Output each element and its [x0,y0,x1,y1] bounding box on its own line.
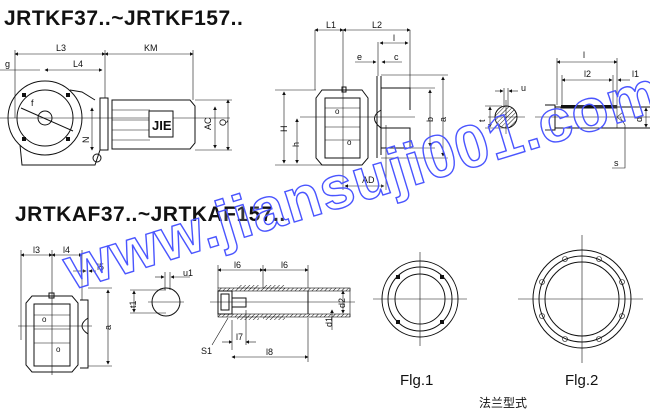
motor-logo: JIE [152,118,172,133]
dim-t1: t1 [128,300,138,308]
dim-l2: l2 [584,69,591,79]
dim-l4: l4 [63,245,70,255]
dim-l: l [393,33,395,43]
flange-type-caption: 法兰型式 [479,396,527,410]
dim-u1: u1 [183,268,193,278]
dim-L2: L2 [372,20,382,30]
dim-l6-left: l6 [234,260,241,270]
title-top: JRTKF37..~JRTKF157.. [4,7,243,30]
watermark: www.jiansuji001.com [55,57,650,303]
dim-l7: l7 [236,332,243,342]
dim-h: h [291,142,301,147]
dim-b: b [425,117,435,122]
svg-text:o: o [42,315,47,324]
dim-L1: L1 [326,20,336,30]
dim-hollow-a: a [103,325,113,330]
dim-l3: l3 [33,245,40,255]
solid-shaft-detail: t u l l2 l1 d s [477,50,650,169]
dim-d: d [634,117,644,122]
dim-a: a [438,117,448,122]
flange-fig1: Flg.1 [373,252,467,389]
dim-L3: L3 [56,43,66,53]
dim-Q: Q [218,119,228,126]
dim-l8: l8 [266,347,273,357]
dim-g: g [5,59,10,69]
dim-AC: AC [203,117,213,130]
dim-d2: d2 [337,298,347,308]
dim-t: t [477,119,487,122]
fig1-label: Flg.1 [400,372,433,389]
dim-KM: KM [144,43,158,53]
hollow-shaft-side: l6 l6 d2 d1 l7 l8 S1 [201,260,355,362]
dim-u: u [521,83,526,93]
svg-text:o: o [347,138,352,147]
fig2-label: Flg.2 [565,372,598,389]
gearmotor-side-view: o o L1 L2 l e c H h b a AD [275,20,448,190]
dim-H: H [279,126,289,133]
svg-text:o: o [56,345,61,354]
dim-f: f [31,98,34,108]
svg-text:o: o [335,107,340,116]
hollow-shaft-gearbox-view: o o l3 l4 l5 a [18,245,113,375]
gearmotor-front-view: JIE L3 KM g L4 f N AC Q [0,43,232,166]
dim-l1: l1 [632,69,639,79]
dim-e: e [357,52,362,62]
dim-shaft-l: l [583,50,585,60]
dim-N: N [81,137,91,144]
dim-l6-right: l6 [281,260,288,270]
dim-d1: d1 [324,317,334,327]
hollow-shaft-section: u1 t1 [128,268,193,317]
dim-l5: l5 [97,262,104,272]
dim-L4: L4 [73,59,83,69]
flange-fig2: Flg.2 [518,235,643,389]
title-bottom: JRTKAF37..~JRTKAF157.. [15,203,286,226]
dim-AD: AD [362,175,375,185]
dim-c: c [394,52,399,62]
dim-s: s [614,158,619,168]
dim-S1: S1 [201,346,212,356]
